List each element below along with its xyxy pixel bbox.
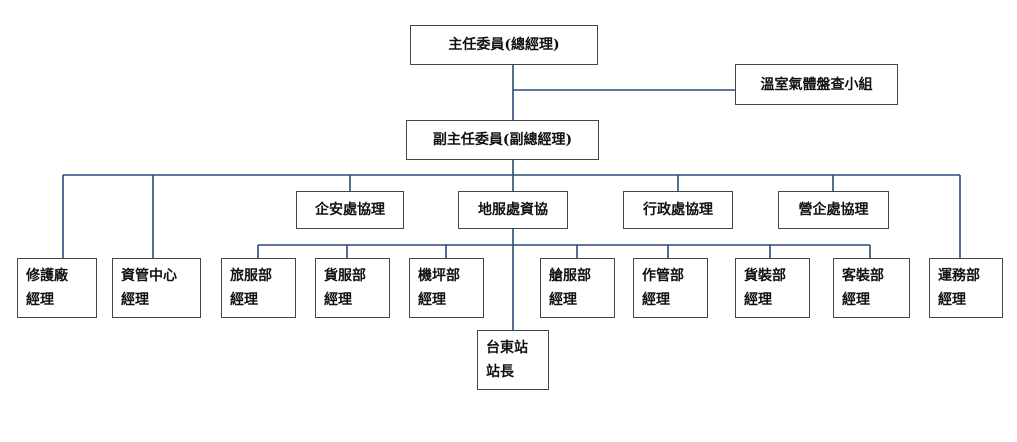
unit-name: 修護廠	[26, 268, 68, 284]
office-label: 企安處協理	[315, 202, 385, 218]
chairman-label: 主任委員(總經理)	[448, 37, 560, 53]
station-name: 台東站	[486, 340, 528, 356]
ghg-inventory-group-label: 溫室氣體盤查小組	[760, 76, 873, 93]
unit-ramp-box: 機坪部 經理	[409, 258, 484, 318]
unit-cargo-loading-box: 貨裝部 經理	[735, 258, 810, 318]
unit-name: 艙服部	[549, 268, 591, 284]
office-admin-box: 行政處協理	[623, 191, 733, 229]
unit-cabin-service-box: 艙服部 經理	[540, 258, 615, 318]
deputy-box: 副主任委員(副總經理)	[406, 120, 599, 160]
unit-name: 運務部	[938, 268, 980, 284]
unit-title: 經理	[230, 292, 258, 308]
office-marketing-box: 營企處協理	[778, 191, 889, 229]
unit-passenger-loading-box: 客裝部 經理	[833, 258, 910, 318]
unit-title: 經理	[324, 292, 352, 308]
office-label: 營企處協理	[798, 202, 869, 218]
unit-title: 經理	[642, 292, 670, 308]
office-label: 行政處協理	[643, 202, 713, 218]
unit-title: 經理	[549, 292, 577, 308]
office-ground-services-box: 地服處資協	[458, 191, 568, 229]
office-label: 地服處資協	[478, 202, 548, 218]
unit-it-center-box: 資管中心 經理	[112, 258, 201, 318]
taitung-station-box: 台東站 站長	[477, 330, 549, 390]
unit-name: 客裝部	[842, 268, 884, 284]
unit-operations-box: 運務部 經理	[929, 258, 1003, 318]
ghg-inventory-group-box: 溫室氣體盤查小組	[735, 64, 898, 105]
unit-title: 經理	[26, 292, 54, 308]
unit-ops-management-box: 作管部 經理	[633, 258, 708, 318]
unit-title: 經理	[938, 292, 966, 308]
unit-name: 貨服部	[324, 268, 366, 284]
chairman-box: 主任委員(總經理)	[410, 25, 598, 65]
unit-title: 經理	[121, 292, 149, 308]
unit-passenger-service-box: 旅服部 經理	[221, 258, 296, 318]
unit-name: 作管部	[642, 268, 684, 284]
unit-name: 旅服部	[230, 268, 272, 284]
unit-name: 資管中心	[121, 268, 177, 284]
unit-title: 經理	[418, 292, 446, 308]
unit-title: 經理	[744, 292, 772, 308]
unit-name: 貨裝部	[744, 268, 786, 284]
unit-name: 機坪部	[418, 268, 460, 284]
station-title: 站長	[486, 364, 514, 380]
office-security-box: 企安處協理	[296, 191, 404, 229]
deputy-label: 副主任委員(副總經理)	[432, 132, 573, 148]
unit-cargo-service-box: 貨服部 經理	[315, 258, 390, 318]
unit-repair-box: 修護廠 經理	[17, 258, 97, 318]
unit-title: 經理	[842, 292, 870, 308]
